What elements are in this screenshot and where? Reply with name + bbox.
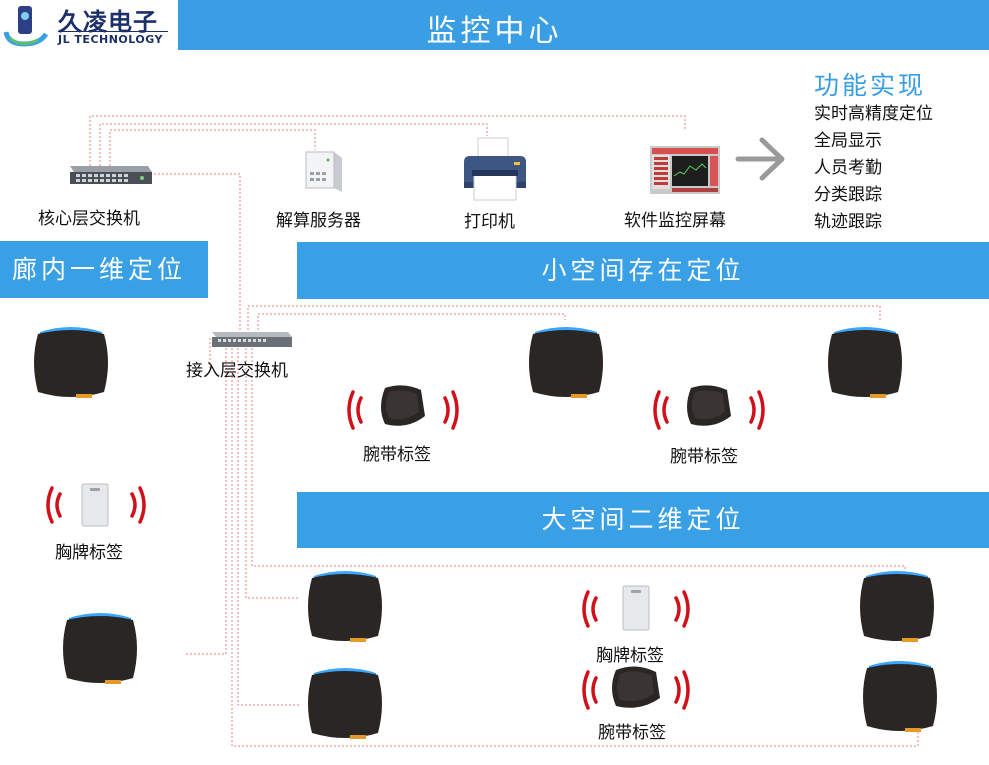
logo-text-en: JL TECHNOLOGY	[58, 33, 164, 46]
beacon-device-icon	[63, 613, 137, 684]
printer-icon	[464, 137, 526, 201]
beacon-device-icon	[529, 327, 603, 398]
features-title: 功能实现	[814, 71, 927, 100]
logo-divider	[58, 31, 168, 32]
server-label: 解算服务器	[276, 211, 361, 231]
server-icon	[305, 151, 342, 192]
access-switch-icon	[212, 332, 292, 347]
feature-item: 轨迹跟踪	[814, 212, 882, 232]
zone-large-band: 大空间二维定位	[297, 492, 989, 548]
logo-mark-icon	[3, 6, 49, 47]
arrow-right-icon	[735, 137, 785, 181]
wristband-tag-label: 腕带标签	[598, 723, 666, 743]
zone-large-label: 大空间二维定位	[541, 505, 745, 534]
printer-label: 打印机	[464, 212, 515, 232]
features-list: 实时高精度定位 全局显示 人员考勤 分类跟踪 轨迹跟踪	[814, 101, 933, 236]
beacon-device-icon	[860, 571, 934, 642]
beacon-device-icon	[308, 571, 382, 642]
feature-item: 实时高精度定位	[814, 104, 933, 124]
zone-corridor-label: 廊内一维定位	[12, 255, 187, 284]
feature-item: 全局显示	[814, 131, 882, 151]
feature-item: 分类跟踪	[814, 185, 882, 205]
wristband-tag-label: 腕带标签	[363, 445, 431, 465]
wristband-tag-icon	[653, 385, 765, 430]
page-title: 监控中心	[426, 14, 563, 49]
monitor-label: 软件监控屏幕	[624, 211, 726, 231]
access-switch-label: 接入层交换机	[186, 361, 288, 381]
badge-tag-icon	[46, 483, 146, 527]
badge-tag-label: 胸牌标签	[596, 646, 664, 666]
beacon-device-icon	[863, 661, 937, 732]
zone-small-label: 小空间存在定位	[541, 256, 745, 285]
beacon-device-icon	[828, 327, 902, 398]
logo	[0, 0, 178, 50]
monitor-screen-icon	[650, 146, 720, 194]
beacon-device-icon	[34, 327, 108, 398]
badge-tag-icon	[582, 585, 690, 631]
wristband-tag-icon	[347, 385, 459, 430]
core-switch-label: 核心层交换机	[38, 209, 140, 229]
beacon-device-icon	[308, 668, 382, 739]
zone-small-band: 小空间存在定位	[297, 242, 989, 299]
core-switch-icon	[70, 166, 152, 184]
zone-corridor-band: 廊内一维定位	[0, 241, 208, 298]
wristband-tag-icon	[582, 666, 690, 710]
feature-item: 人员考勤	[814, 158, 882, 178]
wristband-tag-label: 腕带标签	[670, 447, 738, 467]
badge-tag-label: 胸牌标签	[55, 543, 123, 563]
